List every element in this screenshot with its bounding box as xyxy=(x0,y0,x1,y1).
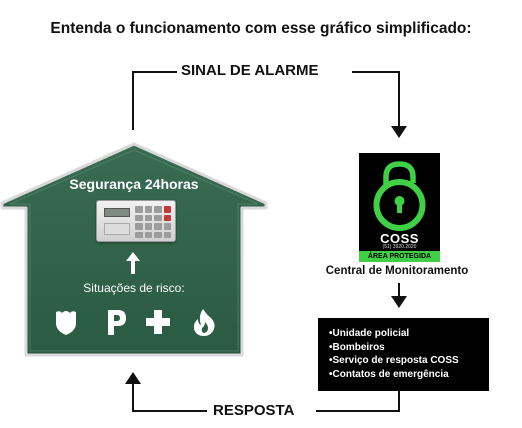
list-item: Unidade policial xyxy=(329,327,489,341)
house-shape xyxy=(0,142,268,357)
alarm-signal-label: SINAL DE ALARME xyxy=(177,62,323,79)
padlock-icon xyxy=(373,161,426,231)
risk-situations-label: Situações de risco: xyxy=(83,281,185,295)
house-title: Segurança 24horas xyxy=(69,176,199,192)
alarm-arrow-head xyxy=(391,126,407,138)
response-arrow-line-left xyxy=(132,384,207,412)
protected-area-band: ÁREA PROTEGIDA xyxy=(359,251,440,262)
parking-icon xyxy=(108,310,126,335)
central-monitoring-label: Central de Monitoramento xyxy=(325,265,469,277)
alarm-panel-icon xyxy=(96,200,176,242)
page-title: Entenda o funcionamento com esse gráfico… xyxy=(50,20,472,37)
plus-icon xyxy=(146,310,170,334)
alarm-arrow-line xyxy=(132,71,178,130)
central-arrow-head xyxy=(391,296,407,308)
response-arrow-line-right xyxy=(316,391,400,412)
coss-logo-phone: (51) 3920.2020 xyxy=(382,244,417,250)
services-box: Unidade policial Bombeiros Serviço de re… xyxy=(318,318,489,391)
coss-logo: COSS (51) 3920.2020 ÁREA PROTEGIDA xyxy=(359,153,440,262)
response-arrow-head xyxy=(125,372,141,384)
coss-logo-name: COSS xyxy=(380,231,419,246)
response-label: RESPOSTA xyxy=(209,402,299,419)
up-arrow-icon xyxy=(126,252,140,274)
list-item: Contatos de emergência xyxy=(329,368,489,382)
list-item: Serviço de resposta COSS xyxy=(329,354,489,368)
alarm-arrow-line-right xyxy=(352,71,400,126)
fire-icon xyxy=(193,309,215,336)
police-badge-icon xyxy=(56,311,76,335)
list-item: Bombeiros xyxy=(329,341,489,355)
